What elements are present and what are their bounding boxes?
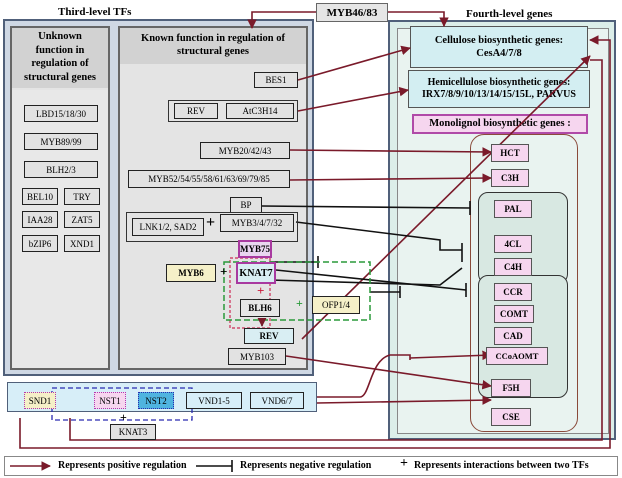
tf-try[interactable]: TRY <box>64 188 100 205</box>
plus-knat7-blh6: + <box>257 283 265 298</box>
tf-myb52[interactable]: MYB52/54/55/58/61/63/69/79/85 <box>128 170 290 188</box>
tf-rev-top[interactable]: REV <box>174 103 218 119</box>
arrow-snd1-cellulose <box>19 35 611 449</box>
arrow-myb103-f5h <box>285 355 492 390</box>
tf-vnd6-7[interactable]: VND6/7 <box>250 392 304 409</box>
arrow-myb52-c3h <box>289 173 492 183</box>
hemicellulose-genes-box[interactable]: Hemicellulose biosynthetic genes: IRX7/8… <box>408 70 590 108</box>
tf-knat7[interactable]: KNAT7 <box>236 262 276 284</box>
arrow-myb20-hct <box>289 147 492 157</box>
tf-myb75[interactable]: MYB75 <box>238 240 272 258</box>
line-snd1-right <box>69 59 603 441</box>
unknown-function-title: Unknown function in regulation of struct… <box>12 28 108 88</box>
cellulose-genes-box[interactable]: Cellulose biosynthetic genes: CesA4/7/8 <box>410 26 588 68</box>
repress-myb3-4cl <box>295 221 462 251</box>
tf-nst2[interactable]: NST2 <box>138 392 174 409</box>
tf-blh2[interactable]: BLH2/3 <box>24 161 98 178</box>
tf-snd1[interactable]: SND1 <box>24 392 56 409</box>
plus-nst-knat3: + <box>120 410 127 424</box>
arrow-to-ccoaomt <box>409 350 492 361</box>
tf-atc3h14[interactable]: AtC3H14 <box>226 103 294 119</box>
plus-myb6-knat7: + <box>220 264 228 279</box>
legend-positive-label: Represents positive regulation <box>58 460 187 471</box>
tf-bp[interactable]: BP <box>230 197 262 213</box>
plus-lnk-myb3: + <box>206 214 216 231</box>
cellulose-line: CesA4/7/8 <box>476 48 522 59</box>
known-title-line: Known function in regulation of <box>141 33 285 44</box>
legend-plus-symbol: + <box>400 456 408 471</box>
tf-ofp[interactable]: OFP1/4 <box>312 296 360 314</box>
tf-knat3[interactable]: KNAT3 <box>110 424 156 440</box>
arrow-rev-cesa <box>301 55 591 340</box>
tf-blh6[interactable]: BLH6 <box>240 299 280 317</box>
unknown-title-line: Unknown <box>38 31 82 42</box>
gene-4cl[interactable]: 4CL <box>494 235 532 253</box>
monolignol-genes-box[interactable]: Monolignol biosynthetic genes : <box>412 114 588 134</box>
known-title-line: structural genes <box>176 46 250 57</box>
tf-bes1[interactable]: BES1 <box>254 72 298 88</box>
gene-pal[interactable]: PAL <box>494 200 532 218</box>
fourth-level-header: Fourth-level genes <box>466 8 553 20</box>
loop-bottom <box>317 354 411 398</box>
legend-box <box>4 456 618 476</box>
legend-negative-label: Represents negative regulation <box>240 460 372 471</box>
tf-myb103[interactable]: MYB103 <box>228 348 286 365</box>
arrow-bottom-f5h <box>316 395 492 405</box>
tf-myb89[interactable]: MYB89/99 <box>24 133 98 150</box>
tf-lbd15[interactable]: LBD15/18/30 <box>24 105 98 122</box>
unknown-title-line: structural genes <box>23 71 97 83</box>
cellulose-line: Cellulose biosynthetic genes: <box>434 35 564 46</box>
tf-myb20[interactable]: MYB20/42/43 <box>200 142 290 159</box>
arrow-myb46-to-fourth <box>388 11 449 27</box>
unknown-title-line: regulation of <box>31 58 89 69</box>
repress-knat7-ccr <box>275 269 467 291</box>
tf-xnd1[interactable]: XND1 <box>64 235 100 252</box>
arrow-myb46-to-known <box>247 11 316 29</box>
gene-c4h[interactable]: C4H <box>494 258 532 276</box>
repress-bp-pal <box>261 205 471 209</box>
repress-knat7-c4h <box>269 267 463 286</box>
tf-myb6[interactable]: MYB6 <box>166 264 216 282</box>
rev-atc3h14-group <box>168 100 298 122</box>
hemicellulose-line: IRX7/8/9/10/13/14/15/15L, PARVUS <box>422 89 576 100</box>
arrow-atc3h14-hemicellulose <box>297 86 409 112</box>
gene-cse[interactable]: CSE <box>491 408 531 426</box>
lnk-myb3-group <box>126 212 298 242</box>
gene-comt[interactable]: COMT <box>494 305 534 323</box>
tf-lnk[interactable]: LNK1/2, SAD2 <box>132 218 204 236</box>
gene-ccr[interactable]: CCR <box>494 283 532 301</box>
tf-rev-bottom[interactable]: REV <box>244 328 294 344</box>
monolignol-group-outline <box>470 134 578 432</box>
hemicellulose-line: Hemicellulose biosynthetic genes: <box>427 77 571 88</box>
gene-f5h[interactable]: F5H <box>491 379 531 397</box>
tf-bel10[interactable]: BEL10 <box>22 188 58 205</box>
third-level-header: Third-level TFs <box>58 6 132 18</box>
gene-hct[interactable]: HCT <box>491 144 529 162</box>
tf-bzip6[interactable]: bZIP6 <box>22 235 58 252</box>
myb46-83-box[interactable]: MYB46/83 <box>316 3 388 22</box>
unknown-title-line: function in <box>35 44 85 56</box>
tf-myb3[interactable]: MYB3/4/7/32 <box>220 214 294 232</box>
known-function-title: Known function in regulation of structur… <box>120 28 306 64</box>
gene-cad[interactable]: CAD <box>494 327 532 345</box>
tf-nst1[interactable]: NST1 <box>94 392 126 409</box>
tf-iaa28[interactable]: IAA28 <box>22 211 58 228</box>
ofp-dashed-outline <box>223 261 371 321</box>
gene-ccoaomt[interactable]: CCoAOMT <box>486 347 548 365</box>
legend-interaction-label: Represents interactions between two TFs <box>414 460 589 471</box>
tf-vnd1-5[interactable]: VND1-5 <box>186 392 242 409</box>
tf-zat5[interactable]: ZAT5 <box>64 211 100 228</box>
arrow-bes1-cellulose <box>297 45 411 81</box>
gene-c3h[interactable]: C3H <box>491 169 529 187</box>
plus-blh6-ofp: + <box>296 296 303 310</box>
